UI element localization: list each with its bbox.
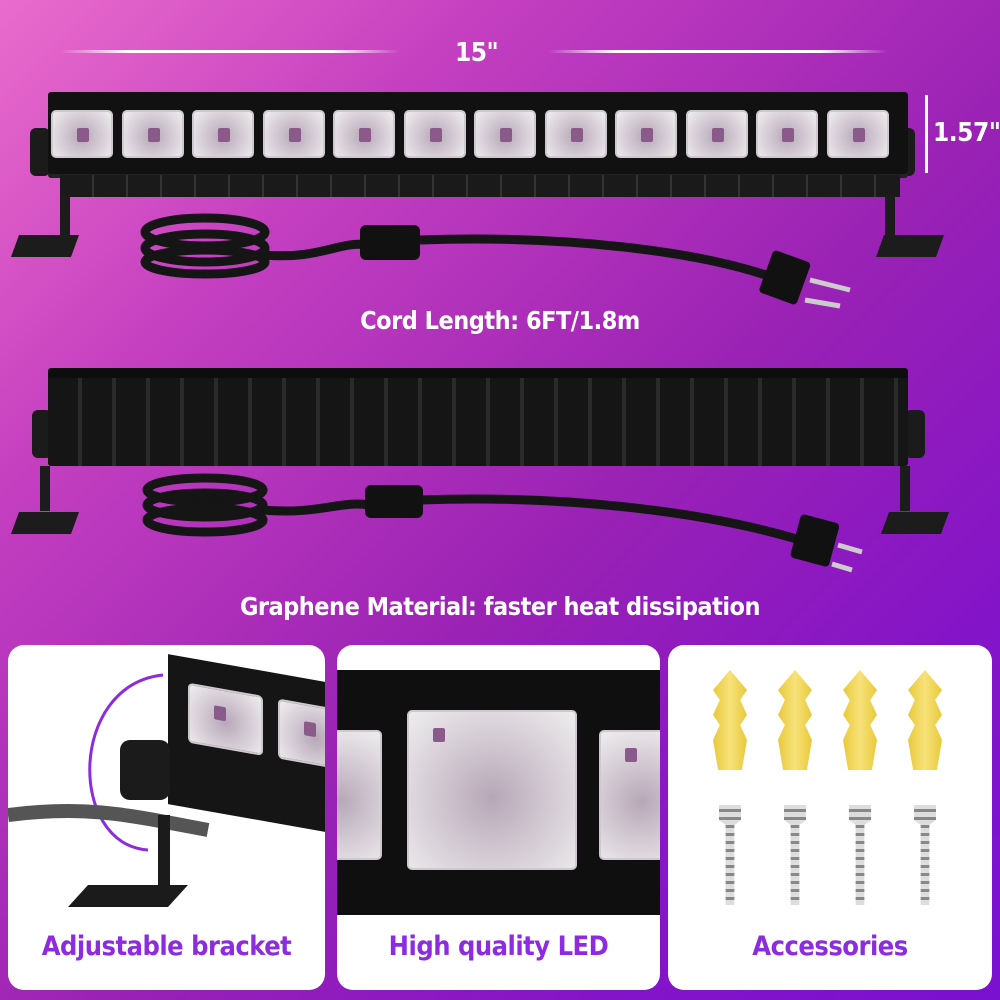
inline-switch <box>365 485 423 518</box>
light-bar-back <box>48 368 908 466</box>
material-caption: Graphene Material: faster heat dissipati… <box>239 592 761 621</box>
knob-left <box>32 410 52 458</box>
panel-accessories: Accessories <box>668 645 992 990</box>
panel-adjustable-bracket: Adjustable bracket <box>8 645 325 990</box>
panel-label: Adjustable bracket <box>41 931 292 962</box>
length-dimension: 15" <box>455 38 499 68</box>
knob-right <box>905 410 925 458</box>
led-chip <box>121 110 184 158</box>
wall-anchor <box>778 670 812 770</box>
inline-switch <box>360 225 420 260</box>
bracket-post <box>60 195 70 240</box>
cord-length-caption: Cord Length: 6FT/1.8m <box>360 306 640 335</box>
bracket-post <box>900 466 910 511</box>
heat-sink-fins <box>60 175 900 197</box>
height-dimension: 1.57" <box>933 118 1000 148</box>
plug <box>790 514 840 567</box>
led-chip <box>192 110 254 158</box>
screw <box>719 805 741 905</box>
height-dimension-line <box>925 95 928 173</box>
led-chip <box>51 110 113 158</box>
panel-label: High quality LED <box>388 931 609 962</box>
screw <box>784 805 806 905</box>
width-dimension-line-left <box>60 50 400 53</box>
led-chip <box>544 110 607 158</box>
panel-high-quality-led: High quality LED <box>337 645 660 990</box>
knob-left <box>30 128 50 176</box>
bracket-post <box>885 195 895 240</box>
plug <box>759 250 811 305</box>
width-dimension-line-right <box>548 50 888 53</box>
led-chip <box>403 110 466 158</box>
bracket-post <box>40 466 50 511</box>
rotation-arrow-icon <box>8 673 210 907</box>
led-chip <box>615 110 677 158</box>
led-bar <box>48 92 908 174</box>
screw <box>849 805 871 905</box>
led-chip <box>826 110 889 158</box>
led-closeup <box>337 670 660 915</box>
led-chip <box>262 110 325 158</box>
led-chip <box>685 110 748 158</box>
wall-anchor <box>843 670 877 770</box>
power-cord-2 <box>142 473 863 573</box>
led-chip <box>333 110 395 158</box>
panel-label: Accessories <box>752 931 908 962</box>
wall-anchor <box>713 670 747 770</box>
screw <box>914 805 936 905</box>
knob <box>120 740 170 800</box>
led-chip <box>756 110 818 158</box>
led-chip <box>474 110 536 158</box>
wall-anchor <box>908 670 942 770</box>
power-cord-1 <box>140 213 851 309</box>
